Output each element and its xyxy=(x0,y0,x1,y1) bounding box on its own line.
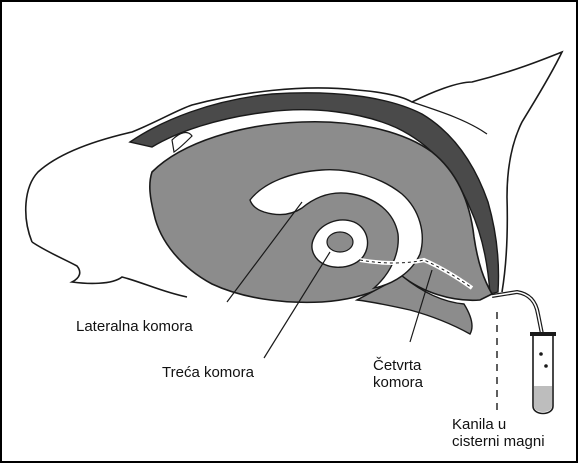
cannula-label: Kanila u cisterni magni xyxy=(452,416,545,450)
cannula-tube xyxy=(492,292,542,334)
third-ventricle-core xyxy=(327,232,353,252)
third-ventricle-label: Treća komora xyxy=(162,364,254,381)
cannula-tube-inner xyxy=(492,292,542,334)
cannula-label-line2: cisterni magni xyxy=(452,433,545,450)
fourth-ventricle-label: Četvrta komora xyxy=(373,357,423,391)
lateral-ventricle-label: Lateralna komora xyxy=(76,318,193,335)
fourth-ventricle-label-line1: Četvrta xyxy=(373,357,423,374)
collection-tube xyxy=(530,332,556,414)
fourth-ventricle-label-line2: komora xyxy=(373,374,423,391)
cannula-label-line1: Kanila u xyxy=(452,416,545,433)
